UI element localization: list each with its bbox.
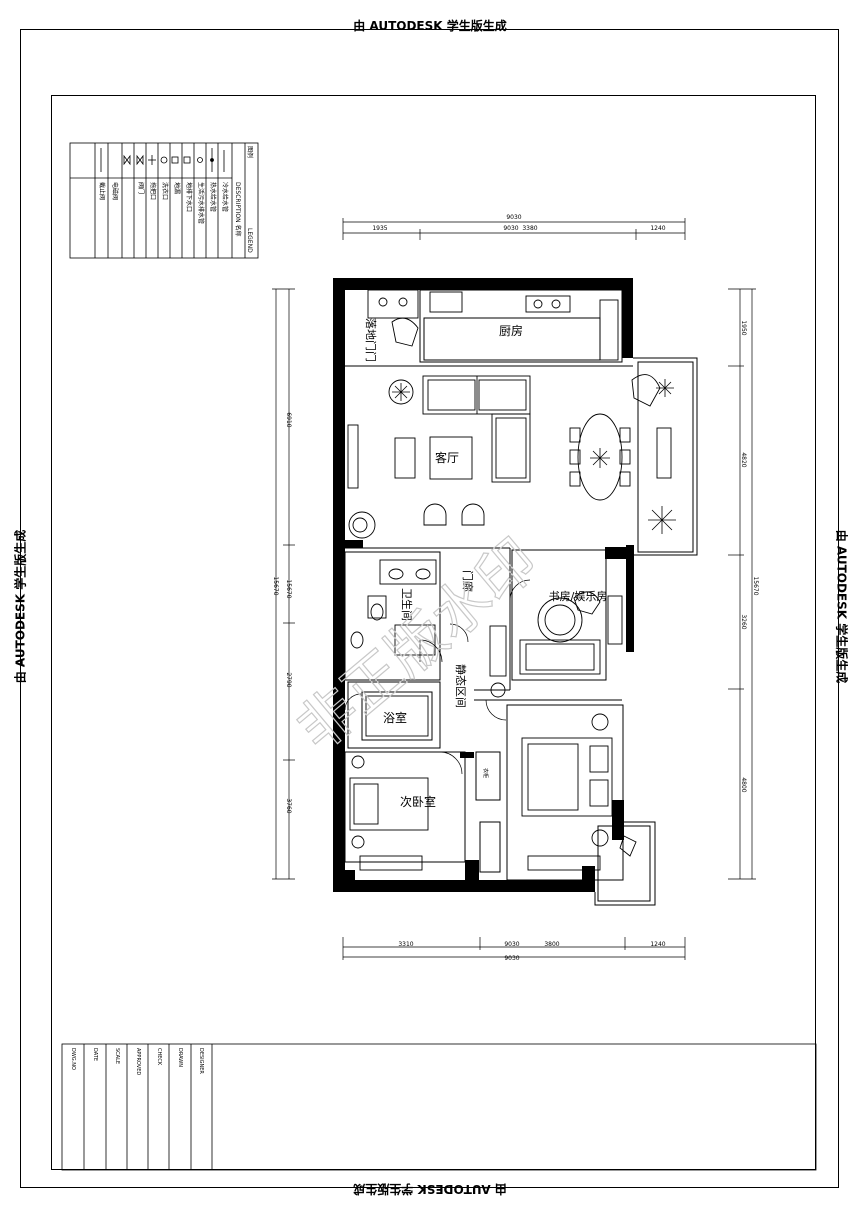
dim-top-c: 3380 bbox=[522, 225, 537, 232]
plants bbox=[392, 379, 676, 534]
title-block-scale: SCALE bbox=[114, 1048, 120, 1064]
dim-left-e: 3760 bbox=[285, 798, 292, 813]
legend-row-4: 地漏 bbox=[173, 182, 181, 194]
outer-frame bbox=[20, 29, 839, 1188]
dim-right-e: 4800 bbox=[740, 777, 747, 792]
furniture bbox=[347, 289, 672, 871]
title-block-approved: APPROVED bbox=[135, 1048, 141, 1075]
room-label-foyer: 门廊 bbox=[461, 570, 475, 592]
dimensions-bottom bbox=[342, 937, 686, 960]
room-label-bathroom: 浴室 bbox=[383, 710, 407, 725]
dim-right-c: 15670 bbox=[752, 576, 759, 595]
dimensions-right bbox=[728, 288, 756, 880]
dim-right-d: 3260 bbox=[740, 614, 747, 629]
legend-header: DESCRIPTION 名称 bbox=[234, 182, 242, 237]
dim-bottom-b: 9030 bbox=[504, 941, 519, 948]
title-block-drawn: DRAWN bbox=[177, 1048, 183, 1067]
legend-row-3: 地排下水口 bbox=[185, 182, 193, 212]
legend-row-7: 阀门 bbox=[137, 182, 145, 194]
room-label-closet: 衣柜 bbox=[482, 768, 489, 778]
room-label-bath1: 卫生间 bbox=[400, 588, 414, 621]
dimensions-left bbox=[272, 288, 295, 880]
room-label-balcony-door: 落地门门 bbox=[364, 318, 378, 362]
title-block bbox=[61, 1043, 817, 1171]
title-block-dwg-no: DWG.NO bbox=[70, 1048, 76, 1070]
dim-left-b: 15670 bbox=[272, 576, 279, 595]
legend-table bbox=[69, 142, 259, 259]
title-block-designer: DESIGNER bbox=[198, 1048, 204, 1074]
title-block-date: DATE bbox=[92, 1048, 98, 1061]
room-label-study: 书房/娱乐房 bbox=[549, 589, 608, 603]
dim-left-c: 15670 bbox=[285, 579, 292, 598]
room-label-second-bedroom: 次卧室 bbox=[400, 794, 436, 809]
dim-left-d: 2790 bbox=[285, 672, 292, 687]
room-label-kitchen: 厨房 bbox=[499, 323, 523, 338]
legend-title: 图例 bbox=[246, 146, 254, 158]
dim-top-b: 9030 bbox=[503, 225, 518, 232]
dim-bottom-d: 1240 bbox=[650, 941, 665, 948]
interior-walls bbox=[344, 289, 698, 906]
dim-bottom-total: 9030 bbox=[504, 955, 519, 962]
legend-symbols bbox=[100, 148, 225, 172]
dim-right-a: 1950 bbox=[740, 320, 747, 335]
dim-left-a: 6910 bbox=[285, 412, 292, 427]
dim-top-a: 1935 bbox=[372, 225, 387, 232]
dimensions-top bbox=[342, 218, 686, 240]
inner-frame bbox=[51, 95, 816, 1170]
legend-row-9: 截止阀 bbox=[98, 182, 106, 200]
legend-row-6: 拖把口 bbox=[149, 182, 157, 200]
legend-row-0: 冷水给水管 bbox=[221, 182, 229, 212]
dim-bottom-a: 3310 bbox=[398, 941, 413, 948]
legend-row-5: 洗衣口 bbox=[161, 182, 169, 200]
dim-top-total: 9030 bbox=[506, 214, 521, 221]
legend-row-2: 生活污水排水管 bbox=[197, 182, 205, 224]
room-label-quiet-zone: 静态区间 bbox=[454, 664, 468, 708]
walls bbox=[333, 278, 634, 892]
door-swings bbox=[344, 579, 531, 775]
legend-row-8: 电磁阀 bbox=[111, 182, 119, 200]
title-block-check: CHECK bbox=[156, 1048, 162, 1066]
dim-bottom-c: 3800 bbox=[544, 941, 559, 948]
legend-row-1: 热水给水管 bbox=[209, 182, 217, 212]
legend-title-en: LEGEND bbox=[246, 228, 253, 253]
room-label-living: 客厅 bbox=[435, 450, 459, 465]
dim-top-d: 1240 bbox=[650, 225, 665, 232]
dim-right-b: 4820 bbox=[740, 452, 747, 467]
